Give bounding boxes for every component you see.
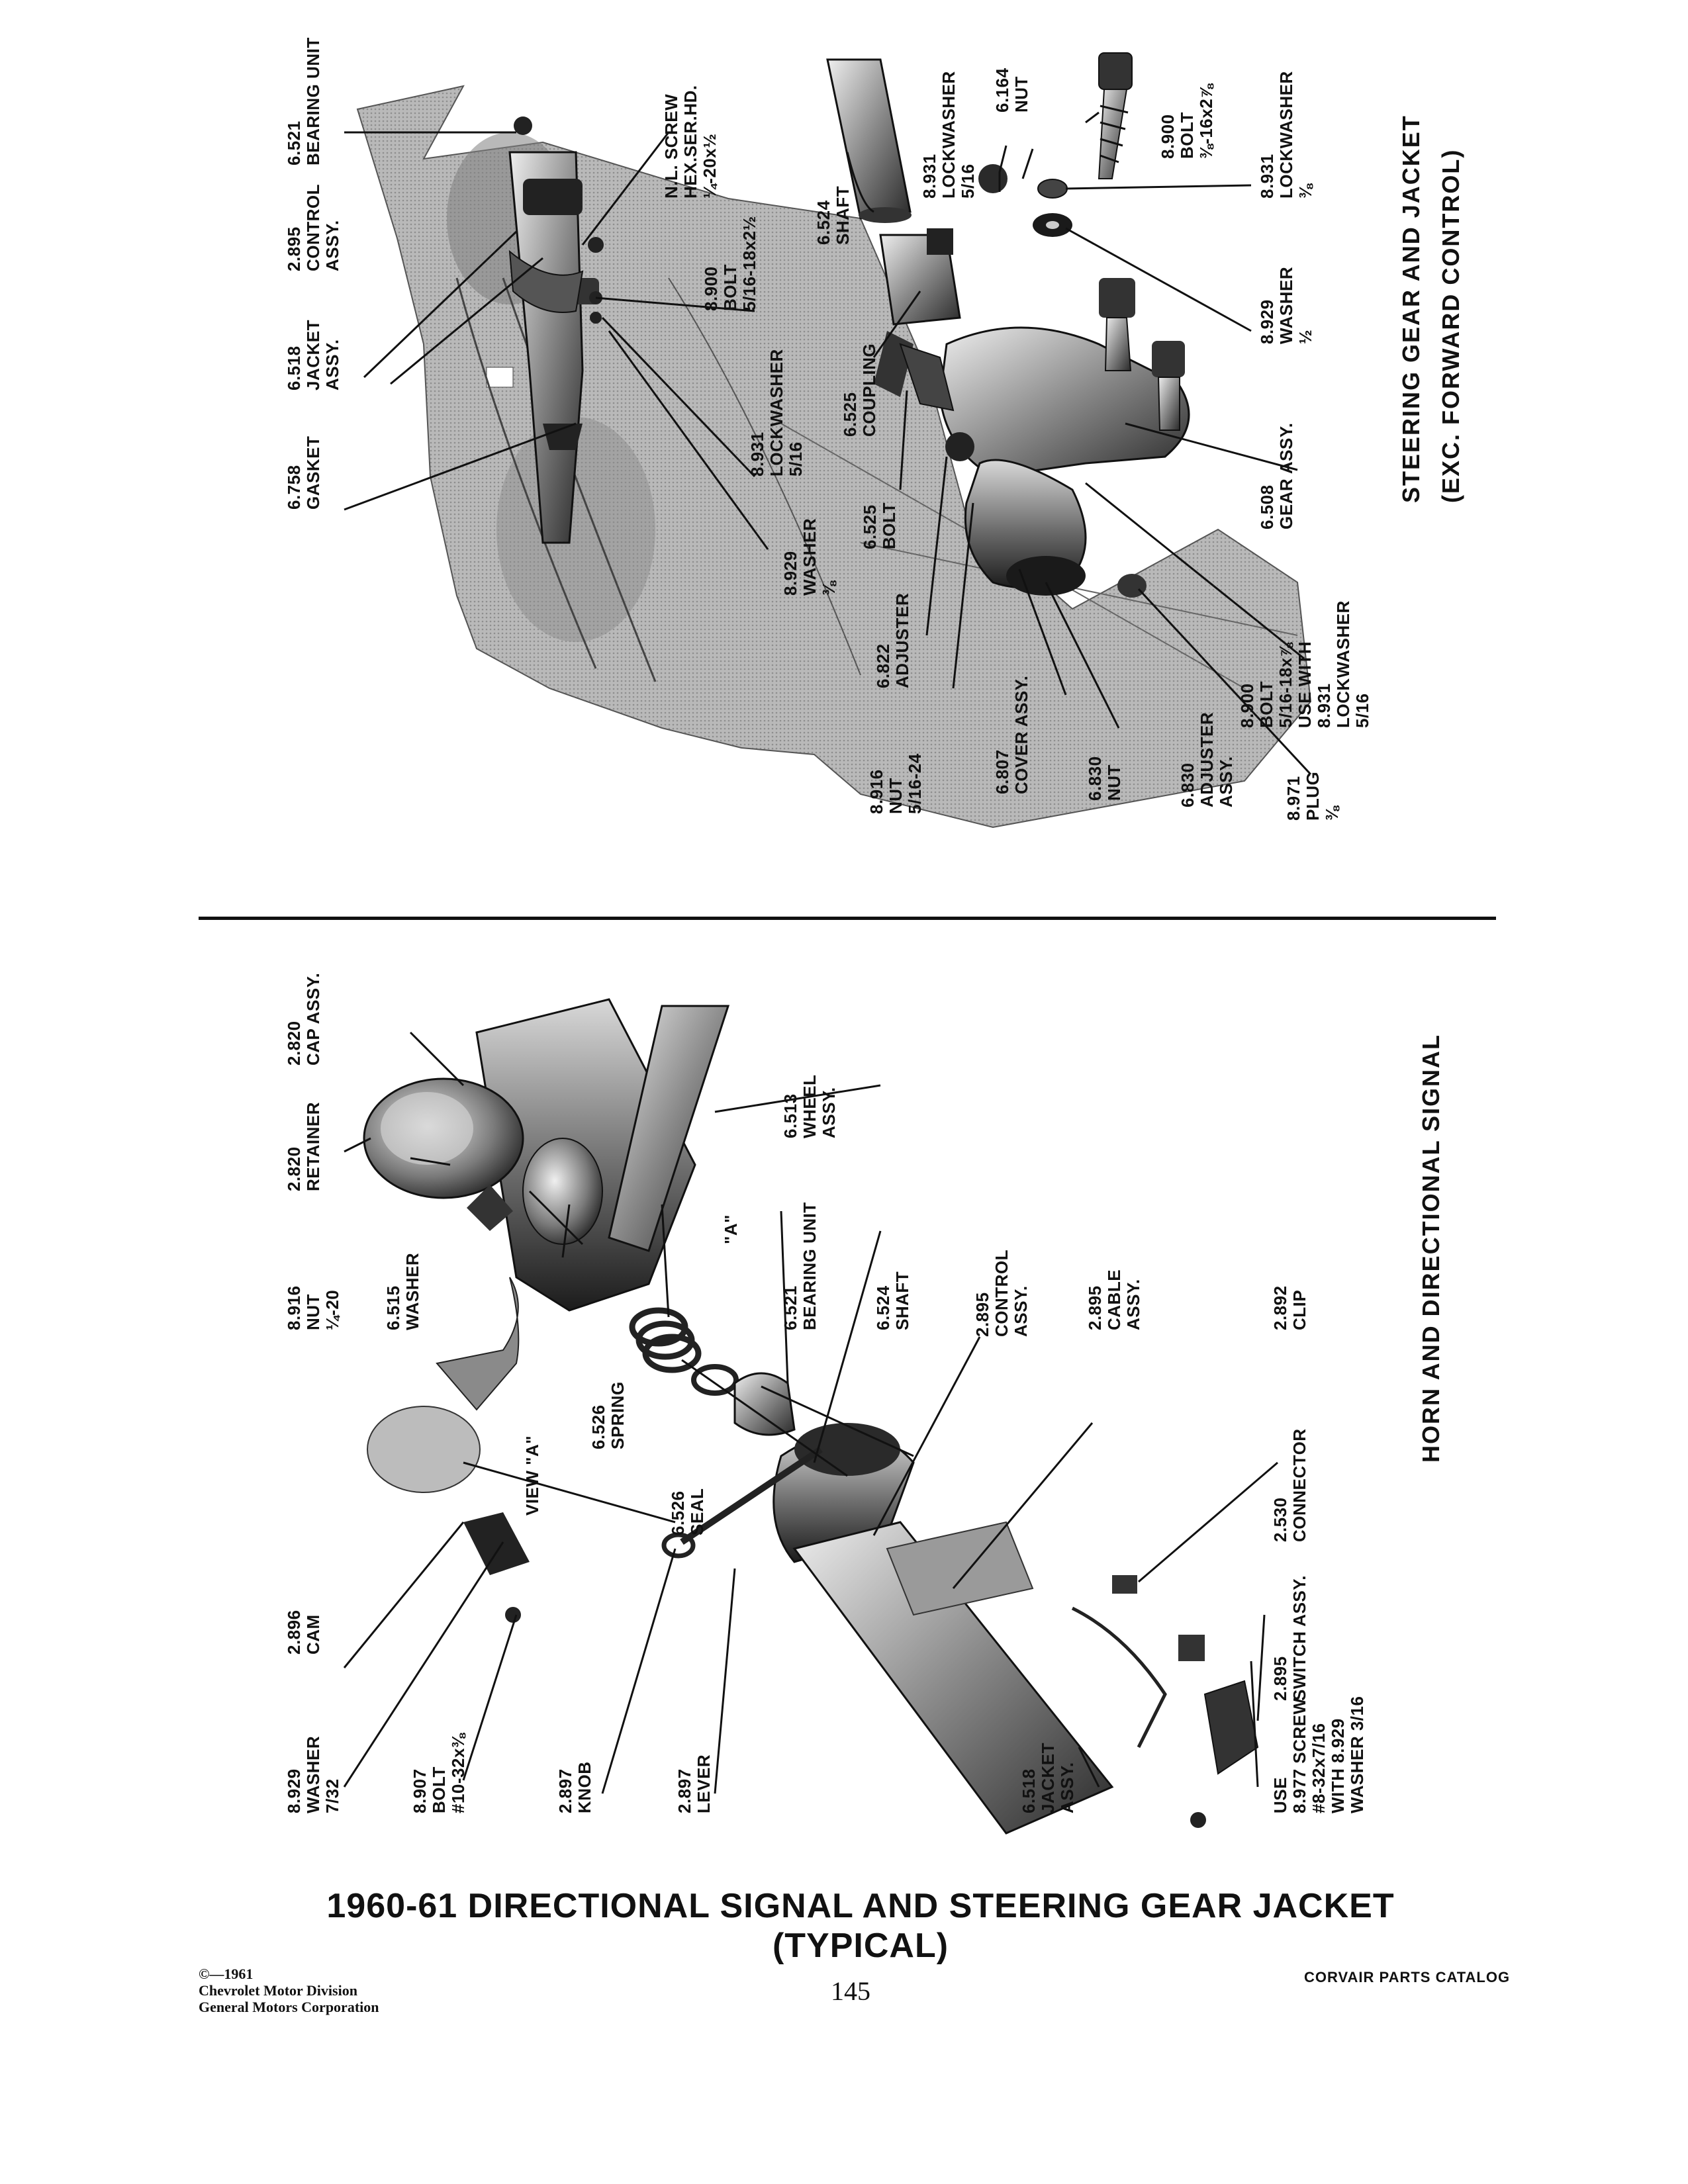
label-adjuster-top: 6.822 ADJUSTER (873, 592, 912, 688)
label-washer-half: 8.929 WASHER ½ (1257, 266, 1315, 344)
label-use-screw: USE 8.977 SCREW #8-32x7/16 WITH 8.929 WA… (1270, 1696, 1367, 1813)
leader-lines-bottom (343, 1031, 1278, 1794)
steering-wheel-art (475, 998, 730, 1312)
leader-lines-top (344, 111, 1312, 776)
label-spring: 6.526 SPRING (588, 1381, 628, 1449)
label-shaft-low: 6.524 SHAFT (873, 1271, 912, 1330)
copyright-corporation: General Motors Corporation (199, 1999, 379, 2015)
jacket-column-art (508, 116, 604, 544)
coupling-art (874, 228, 961, 397)
label-lockwasher-3-8: 8.931 LOCKWASHER ⅜ (1257, 71, 1315, 199)
label-nut-6164: 6.164 NUT (992, 68, 1031, 113)
lower-jacket-art (661, 1423, 1259, 1835)
label-bolt-top: 8.900 BOLT 5/16-18x2½ (701, 216, 759, 311)
label-bearing-unit-top: 6.521 BEARING UNIT (284, 37, 323, 165)
label-control-assy-top: 2.895 CONTROL ASSY. (284, 183, 342, 271)
label-nut-5-16: 8.916 NUT 5/16-24 (867, 753, 925, 814)
label-wheel-assy: 6.513 WHEEL ASSY. (780, 1074, 839, 1138)
label-jacket-assy-low: 6.518 JACKET ASSY. (1019, 1742, 1077, 1813)
label-nl-screw: N.L. SCREW HEX.SER.HD. ¼-20x½ (661, 85, 720, 199)
label-adjuster-assy: 6.830 ADJUSTER ASSY. (1178, 711, 1236, 807)
label-washer-6515: 6.515 WASHER (383, 1252, 422, 1330)
section-divider (199, 917, 1496, 920)
label-washer-top: 8.929 WASHER ⅜ (780, 518, 839, 596)
copyright-notice: ©—1961 Chevrolet Motor Division General … (199, 1966, 379, 2015)
label-lockwasher-mid: 8.931 LOCKWASHER 5/16 (919, 71, 978, 199)
label-shaft-top: 6.524 SHAFT (814, 185, 853, 245)
label-bolt-3-8: 8.900 BOLT ⅜-16x2⅞ (1158, 83, 1216, 159)
label-lever: 2.897 LEVER (675, 1754, 714, 1813)
section-title-horn: HORN AND DIRECTIONAL SIGNAL (1417, 1034, 1444, 1463)
label-cap-assy: 2.820 CAP ASSY. (284, 972, 323, 1066)
label-lockwasher-top: 8.931 LOCKWASHER 5/16 (747, 349, 806, 477)
label-coupling-bolt: 6.525 BOLT (860, 502, 899, 549)
label-view-a: VIEW "A" (522, 1435, 542, 1516)
shaft-art (826, 58, 912, 223)
label-connector: 2.530 CONNECTOR (1270, 1428, 1309, 1542)
label-coupling: 6.525 COUPLING (840, 343, 879, 437)
label-bearing-unit-low: 6.521 BEARING UNIT (780, 1202, 820, 1330)
horn-cap-art (363, 1077, 524, 1231)
label-retainer: 2.820 RETAINER (284, 1102, 323, 1191)
copyright-year: ©—1961 (199, 1966, 254, 1982)
label-plug: 8.971 PLUG ⅜ (1284, 771, 1342, 821)
label-knob: 2.897 KNOB (555, 1761, 594, 1813)
label-washer-7-32: 8.929 WASHER 7/32 (284, 1735, 342, 1813)
label-switch-assy: 2.895 SWITCH ASSY. (1270, 1575, 1309, 1701)
label-control-assy-low: 2.895 CONTROL ASSY. (972, 1249, 1031, 1337)
label-a-mark: "A" (721, 1214, 741, 1244)
label-bolt-10-32: 8.907 BOLT #10-32x⅜ (410, 1733, 468, 1813)
bolt-nut-washer-art (978, 52, 1133, 237)
label-cam: 2.896 CAM (284, 1610, 323, 1655)
label-cover-assy: 6.807 COVER ASSY. (992, 675, 1031, 794)
firewall-panel-art (356, 85, 1312, 829)
label-nut-6830: 6.830 NUT (1085, 756, 1124, 801)
page-number: 145 (831, 1976, 870, 2006)
label-gear-assy: 6.508 GEAR ASSY. (1257, 422, 1296, 529)
spring-seal-bearing-art (629, 1307, 796, 1436)
label-gasket: 6.758 GASKET (284, 435, 323, 510)
page-title: 1960-61 DIRECTIONAL SIGNAL AND STEERING … (326, 1887, 1395, 1965)
catalog-name: CORVAIR PARTS CATALOG (1304, 1969, 1511, 1985)
label-jacket-assy-top: 6.518 JACKET ASSY. (284, 319, 342, 390)
steering-gear-art (899, 278, 1190, 598)
label-bolt-lower: 8.900 BOLT 5/16-18x⅞ USE WITH 8.931 LOCK… (1237, 600, 1372, 728)
label-seal: 6.526 SEAL (668, 1488, 707, 1535)
label-cable-assy: 2.895 CABLE ASSY. (1085, 1269, 1143, 1330)
section-title-steering-line2: (EXC. FORWARD CONTROL) (1437, 148, 1464, 503)
cam-art (367, 1277, 530, 1623)
section-title-steering-line1: STEERING GEAR AND JACKET (1397, 114, 1425, 503)
label-clip: 2.892 CLIP (1270, 1285, 1309, 1330)
copyright-division: Chevrolet Motor Division (199, 1982, 357, 1999)
label-nut-1-4-20: 8.916 NUT ¼-20 (284, 1285, 342, 1330)
